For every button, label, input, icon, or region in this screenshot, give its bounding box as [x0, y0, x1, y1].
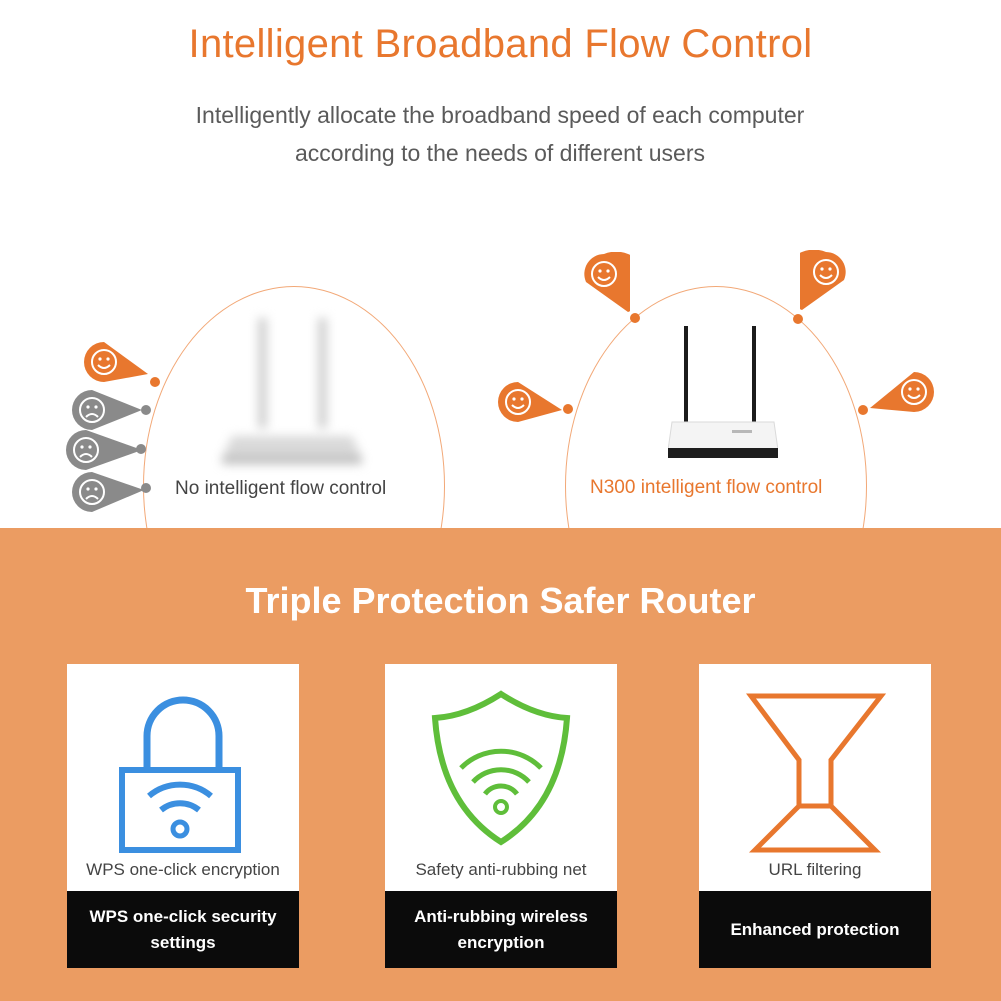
feature-label: Safety anti-rubbing net [415, 860, 587, 879]
happy-user-icon [84, 342, 148, 382]
section-subtitle: Intelligently allocate the broadband spe… [195, 102, 805, 166]
connection-dot [141, 483, 151, 493]
connection-dot [150, 377, 160, 387]
section-title: Intelligent Broadband Flow Control [188, 22, 813, 66]
sad-user-icon [72, 472, 144, 512]
happy-user-icon [498, 382, 562, 422]
flow-control-section: Intelligent Broadband Flow Control Intel… [66, 22, 934, 528]
feature-description-box: WPS one-click security settings [67, 891, 299, 968]
connection-dot [858, 405, 868, 415]
feature-card-wps: WPS one-click encryption WPS one-click s… [67, 664, 299, 968]
happy-user-icon [584, 252, 630, 312]
feature-card-url-filtering: URL filtering Enhanced protection [699, 664, 931, 968]
sad-user-icon [66, 430, 142, 470]
funnel-filter-icon [746, 693, 887, 853]
happy-user-icon [870, 372, 934, 412]
connection-dot [630, 313, 640, 323]
connection-dot [136, 444, 146, 454]
router-n300-image [668, 326, 778, 458]
n300-flow-control-caption: N300 intelligent flow control [590, 477, 823, 498]
feature-description-box: Anti-rubbing wireless encryption [385, 891, 617, 968]
happy-user-icon [800, 250, 846, 310]
feature-label: URL filtering [768, 860, 862, 879]
router-blurred-image [222, 318, 362, 464]
feature-description: WPS one-click security settings [89, 906, 277, 952]
feature-label: WPS one-click encryption [86, 860, 280, 879]
no-flow-control-caption: No intelligent flow control [175, 478, 387, 499]
sad-user-icon [72, 390, 142, 430]
feature-description: Enhanced protection [730, 919, 900, 939]
feature-card-anti-rubbing: Safety anti-rubbing net Anti-rubbing wir… [385, 664, 617, 968]
shield-wifi-icon [431, 690, 571, 846]
feature-description: Anti-rubbing wireless encryption [414, 906, 588, 952]
lock-wifi-icon [119, 696, 241, 853]
connection-dot [793, 314, 803, 324]
feature-description-box: Enhanced protection [699, 891, 931, 968]
connection-dot [563, 404, 573, 414]
protection-title: Triple Protection Safer Router [245, 580, 756, 621]
connection-dot [141, 405, 151, 415]
